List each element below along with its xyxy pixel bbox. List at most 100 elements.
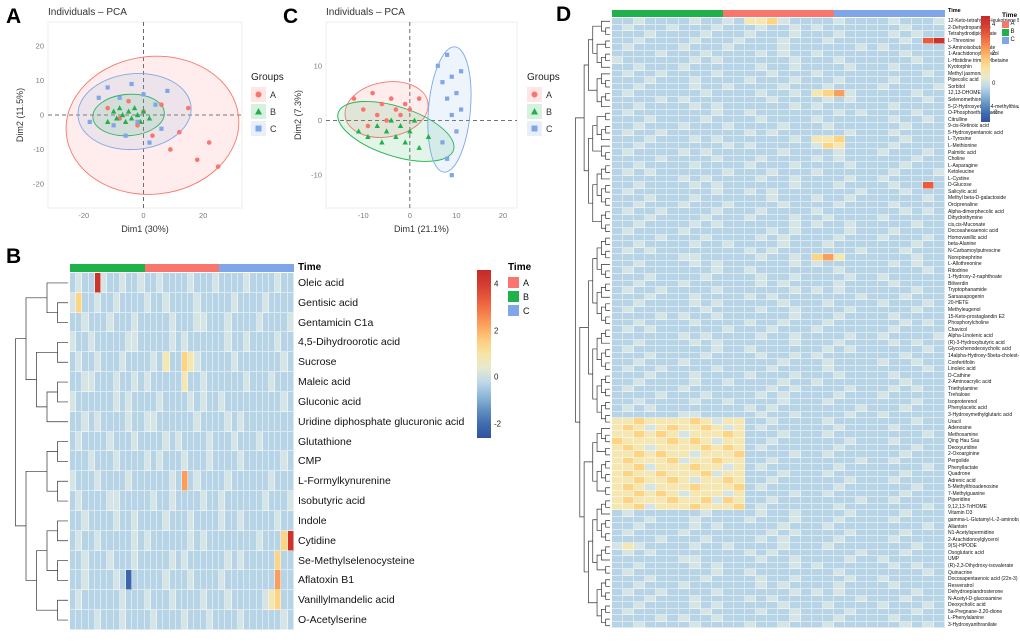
- heatmap-cell: [667, 254, 679, 261]
- heatmap-cell: [101, 590, 108, 611]
- heatmap-cell: [911, 523, 923, 530]
- heatmap-cell: [811, 234, 823, 242]
- heatmap-cell: [678, 90, 690, 97]
- heatmap-cell: [722, 214, 735, 222]
- heatmap-cell: [634, 280, 646, 288]
- heatmap-cell: [844, 254, 857, 261]
- heatmap-row: [612, 228, 945, 235]
- heatmap-cell: [612, 543, 624, 550]
- heatmap-cell: [689, 543, 701, 550]
- heatmap-cell: [678, 103, 690, 110]
- heatmap-cell: [922, 411, 934, 419]
- heatmap-cell: [711, 83, 723, 91]
- heatmap-cell: [933, 536, 945, 543]
- heatmap-cell: [856, 536, 868, 543]
- heatmap-cell: [722, 234, 735, 242]
- heatmap-row-label: 2-Arachidonoylglycerol: [948, 536, 999, 543]
- heatmap-cell: [76, 510, 83, 531]
- heatmap-cell: [911, 214, 923, 222]
- heatmap-cell: [689, 529, 701, 537]
- heatmap-cell: [844, 346, 857, 353]
- heatmap-cell: [722, 326, 735, 333]
- heatmap-cell: [667, 116, 679, 123]
- heatmap-cell: [711, 70, 723, 78]
- heatmap-cell: [678, 109, 690, 117]
- heatmap-cell: [933, 372, 945, 379]
- heatmap-cell: [157, 510, 164, 531]
- heatmap-cell: [900, 129, 912, 137]
- heatmap-row: [612, 569, 945, 576]
- heatmap-cell: [623, 365, 635, 373]
- heatmap-cell: [275, 391, 282, 412]
- heatmap-cell: [678, 385, 690, 393]
- heatmap-cell: [281, 530, 288, 551]
- heatmap-cell: [800, 254, 812, 261]
- heatmap-cell: [822, 188, 834, 196]
- heatmap-cell: [922, 339, 934, 347]
- heatmap-cell: [231, 590, 238, 611]
- heatmap-cell: [800, 83, 812, 91]
- heatmap-cell: [634, 208, 646, 215]
- heatmap-cell: [811, 595, 823, 603]
- heatmap-cell: [767, 378, 779, 386]
- heatmap-cell: [767, 77, 779, 84]
- heatmap-cell: [612, 424, 624, 432]
- heatmap-cell: [867, 510, 879, 517]
- heatmap-cell: [262, 352, 269, 373]
- heatmap-cell: [612, 483, 624, 491]
- heatmap-cell: [678, 418, 690, 425]
- heatmap-cell: [889, 352, 901, 360]
- heatmap-cell: [194, 411, 201, 432]
- heatmap-cell: [811, 123, 823, 130]
- heatmap-cell: [213, 292, 220, 313]
- heatmap-cell: [778, 582, 790, 589]
- heatmap-cell: [900, 477, 912, 484]
- heatmap-cell: [889, 477, 901, 484]
- heatmap-cell: [789, 536, 801, 543]
- heatmap-cell: [711, 398, 723, 406]
- heatmap-cell: [113, 471, 120, 492]
- heatmap-cell: [767, 228, 779, 235]
- heatmap-row: [612, 352, 945, 360]
- heatmap-cell: [745, 365, 757, 373]
- heatmap-cell: [678, 339, 690, 347]
- heatmap-cell: [767, 352, 779, 360]
- heatmap-cell: [700, 464, 712, 471]
- heatmap-cell: [734, 333, 746, 340]
- heatmap-cell: [138, 510, 145, 531]
- heatmap-cell: [878, 562, 890, 570]
- heatmap-cell: [667, 37, 679, 45]
- heatmap-cell: [844, 247, 857, 255]
- heatmap-cell: [767, 536, 779, 543]
- heatmap-cell: [163, 431, 170, 452]
- heatmap-cell: [789, 510, 801, 517]
- heatmap-cell: [822, 326, 834, 333]
- heatmap-cell: [856, 109, 868, 117]
- heatmap-cell: [833, 411, 845, 419]
- heatmap-cell: [175, 411, 182, 432]
- heatmap-cell: [623, 142, 635, 150]
- heatmap-cell: [700, 490, 712, 498]
- svg-text:Individuals – PCA: Individuals – PCA: [48, 7, 127, 18]
- heatmap-cell: [656, 438, 668, 445]
- heatmap-cell: [181, 570, 189, 591]
- heatmap-cell: [833, 103, 845, 110]
- heatmap-cell: [933, 438, 945, 445]
- heatmap-cell: [711, 602, 723, 609]
- heatmap-cell: [900, 136, 912, 143]
- heatmap-cell: [856, 333, 868, 340]
- heatmap-cell: [778, 247, 790, 255]
- heatmap-cell: [88, 510, 95, 531]
- heatmap-cell: [88, 273, 95, 293]
- heatmap-cell: [711, 90, 723, 97]
- heatmap-cell: [250, 530, 257, 551]
- heatmap-cell: [169, 312, 176, 333]
- heatmap-cell: [689, 372, 701, 379]
- heatmap-cell: [634, 96, 646, 104]
- heatmap-cell: [612, 247, 624, 255]
- heatmap-cell: [101, 570, 108, 591]
- heatmap-cell: [645, 267, 657, 274]
- heatmap-cell: [900, 182, 912, 189]
- heatmap-cell: [181, 273, 189, 293]
